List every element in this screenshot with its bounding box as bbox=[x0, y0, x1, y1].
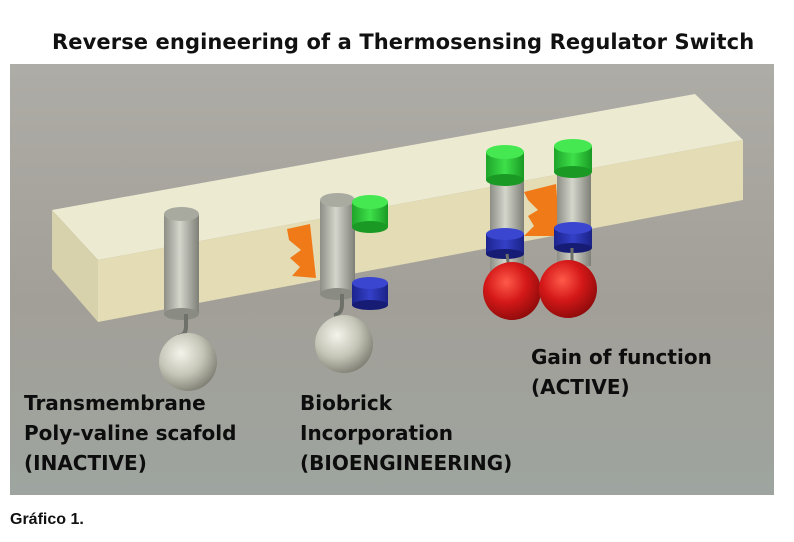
label-inactive-line1: Transmembrane bbox=[24, 391, 206, 415]
figure-title: Reverse engineering of a Thermosensing R… bbox=[52, 30, 755, 54]
label-inactive: Transmembrane Poly-valine scafold (INACT… bbox=[24, 388, 236, 478]
label-bio-line3: (BIOENGINEERING) bbox=[300, 451, 513, 475]
label-bio-line2: Incorporation bbox=[300, 421, 453, 445]
label-active: Gain of function (ACTIVE) bbox=[531, 342, 712, 402]
inactive-scaffold-molecule bbox=[159, 207, 217, 391]
label-inactive-line3: (INACTIVE) bbox=[24, 451, 147, 475]
label-active-line1: Gain of function bbox=[531, 345, 712, 369]
label-inactive-line2: Poly-valine scafold bbox=[24, 421, 237, 445]
label-bio-line1: Biobrick bbox=[300, 391, 393, 415]
illustration-scene: Transmembrane Poly-valine scafold (INACT… bbox=[10, 64, 774, 495]
membrane-illustration bbox=[10, 64, 774, 495]
active-dimer-molecule bbox=[483, 139, 597, 320]
biobrick-molecule bbox=[287, 193, 388, 373]
label-bioengineering: Biobrick Incorporation (BIOENGINEERING) bbox=[300, 388, 512, 478]
label-active-line2: (ACTIVE) bbox=[531, 375, 630, 399]
figure-caption: Gráfico 1. bbox=[10, 511, 84, 528]
